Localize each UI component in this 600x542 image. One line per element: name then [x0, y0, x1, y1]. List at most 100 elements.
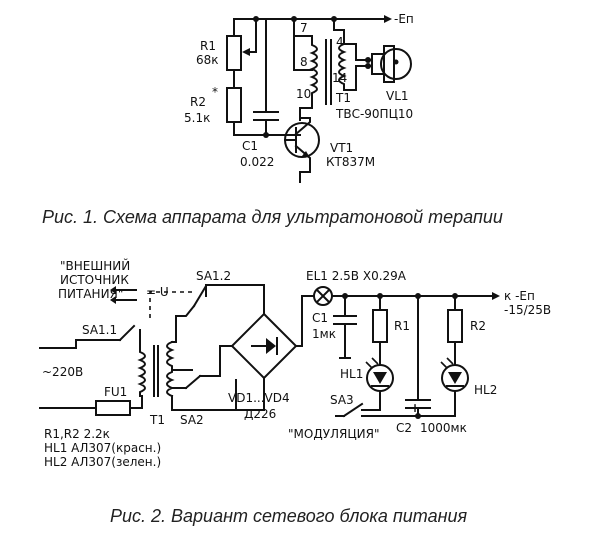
r1-wiper-arrow [242, 48, 250, 56]
led-hl1-rays [365, 357, 379, 369]
led-hl2-rays [440, 357, 454, 369]
bridge-ac-wire [219, 345, 233, 377]
vl1-feed-wire [343, 43, 371, 61]
transistor-vt1-collector [294, 117, 311, 136]
sa2-label: SA2 [180, 413, 204, 427]
figure-1-circuit [226, 15, 412, 183]
ext-plus-arrow [110, 286, 116, 294]
c1-label: C1 [312, 311, 328, 325]
r2-label: R2 [190, 95, 206, 109]
supply-label: -Eп [394, 12, 414, 26]
led-hl2-diode [448, 372, 462, 384]
figure-1-caption: Рис. 1. Схема аппарата для ультратоновой… [42, 207, 503, 227]
output-line-1: к -Eп [504, 289, 535, 303]
supply-arrow-head [384, 15, 392, 23]
pin-4-label: 4 [336, 35, 344, 49]
t1-label: T1 [149, 413, 165, 427]
c1-value: 0.022 [240, 155, 274, 169]
transistor-vt1-arrow [302, 151, 310, 158]
el1-label: EL1 2.5В Х0.29А [306, 269, 407, 283]
r2-label: R2 [470, 319, 486, 333]
fuse-wire [129, 395, 143, 409]
vl1-label: VL1 [386, 89, 409, 103]
emitter-wire [299, 171, 311, 183]
resistor-r1 [226, 35, 242, 71]
c2-label: C2 [396, 421, 412, 435]
transformer-t1-secondary [338, 42, 347, 91]
c1-label: C1 [242, 139, 258, 153]
sa3-label: SA3 [330, 393, 354, 407]
junction-dot [263, 132, 269, 138]
sa1-2-label: SA1.2 [196, 269, 231, 283]
sa1-mechanical-link [149, 291, 196, 318]
sa1-2-wire [205, 284, 265, 315]
output-line-2: -15/25В [504, 303, 551, 317]
figure-2-labels: "ВНЕШНИЙ ИСТОЧНИК ПИТАНИЯ" = U SA1.2 SA1… [42, 258, 551, 469]
r1-value: 68к [196, 53, 219, 67]
ext-source-line-3: ПИТАНИЯ" [58, 287, 123, 301]
modulation-label: "МОДУЛЯЦИЯ" [288, 427, 380, 441]
pin-8-label: 8 [300, 55, 308, 69]
vt1-label: VT1 [330, 141, 353, 155]
lamp-vl1 [380, 48, 412, 80]
pin-14-label: 14 [332, 71, 347, 85]
sa1-1-label: SA1.1 [82, 323, 117, 337]
junction-dot [365, 63, 371, 69]
transformer-t1-primary [137, 347, 146, 397]
r2-mark: * [212, 85, 218, 99]
vt1-type: КТ837М [326, 155, 375, 169]
sa3-lever [342, 402, 364, 418]
diodes-label: VD1...VD4 [228, 391, 290, 405]
r1-wiper-wire [245, 18, 257, 53]
junction-dot [365, 57, 371, 63]
voltage-u-label: = U [146, 285, 169, 299]
mains-label: ~220В [42, 365, 83, 379]
bridge-diode-symbol [266, 338, 276, 354]
lamp-vl1-electrode [393, 59, 399, 65]
pin-7-label: 7 [300, 21, 308, 35]
sa2-lever [184, 374, 202, 390]
hl2-label: HL2 [474, 383, 497, 397]
t1-label: T1 [335, 91, 351, 105]
junction-dot [415, 413, 421, 419]
figure-2-caption: Рис. 2. Вариант сетевого блока питания [110, 506, 468, 526]
transistor-vt1-emitter [294, 144, 311, 173]
led-hl1-diode [373, 372, 387, 384]
t1-type: ТВС-90ПЦ10 [335, 107, 413, 121]
figure-2-circuit [39, 284, 500, 419]
transformer-t1-primary [309, 35, 318, 101]
ext-source-line-2: ИСТОЧНИК [60, 273, 129, 287]
sa1-2-wire [175, 304, 196, 317]
ext-minus-arrow [110, 296, 116, 304]
ext-source-line-1: "ВНЕШНИЙ [60, 258, 130, 273]
parts-note-line-2: HL1 АЛ307(красн.) [44, 441, 161, 455]
c1-value: 1мк [312, 327, 336, 341]
lamp-el1-cross [315, 288, 331, 304]
parts-note-line-1: R1,R2 2.2к [44, 427, 110, 441]
fu1-label: FU1 [104, 385, 127, 399]
pin-10-label: 10 [296, 87, 311, 101]
sa3-wire [361, 403, 381, 411]
fuse-fu1 [95, 400, 131, 416]
r1-label: R1 [200, 39, 216, 53]
t1-secondary-wire [171, 379, 237, 411]
t1-pin14-wire [343, 65, 371, 91]
left-rail-wire [233, 121, 301, 136]
lamp-vl1-base [383, 45, 395, 83]
output-arrow-head [492, 292, 500, 300]
sa1-1-lever [118, 324, 136, 342]
t1-pin10-wire [299, 99, 313, 121]
resistor-r2 [447, 309, 463, 343]
diode-type-label: Д226 [244, 407, 276, 421]
t1-pin4-wire [333, 18, 345, 45]
sa1-2-lever [192, 284, 208, 308]
hl1-label: HL1 [340, 367, 363, 381]
c2-value: 1000мк [420, 421, 467, 435]
r1-label: R1 [394, 319, 410, 333]
r2-value: 5.1к [184, 111, 210, 125]
mains-wire [39, 339, 77, 349]
resistor-r2 [226, 87, 242, 123]
resistor-r1 [372, 309, 388, 343]
